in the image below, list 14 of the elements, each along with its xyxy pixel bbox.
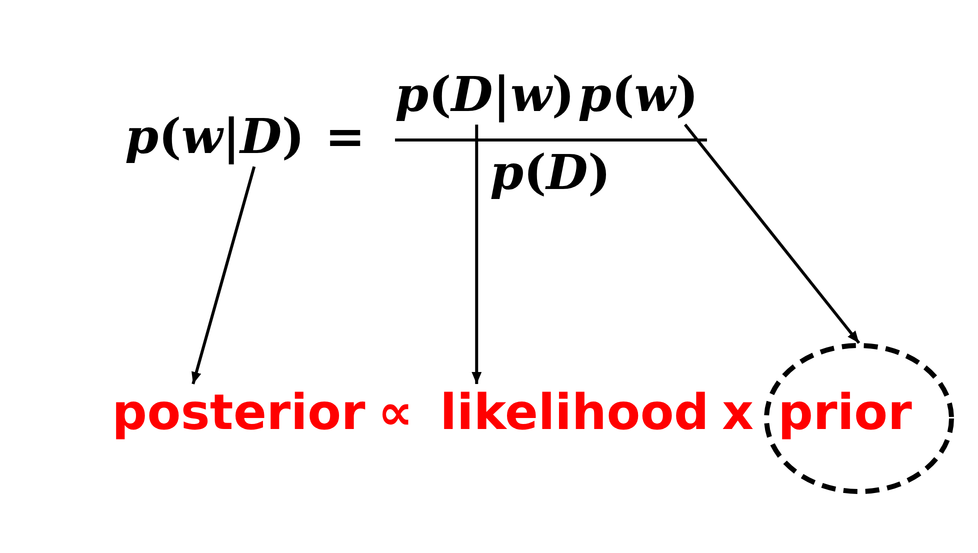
times-sign: x xyxy=(722,384,754,443)
proportional-sign: ∝ xyxy=(378,384,413,443)
formula-term: p(w) xyxy=(578,67,698,125)
formula-term: p(D) xyxy=(490,145,611,203)
dashed-ellipse xyxy=(764,343,954,494)
word-label: prior xyxy=(778,384,912,443)
word-label: posterior xyxy=(112,384,366,443)
word-label: likelihood xyxy=(440,384,709,443)
arrow xyxy=(192,166,256,384)
formula-term: p(w|D) xyxy=(125,109,304,167)
equals-sign: = xyxy=(325,109,366,167)
arrow xyxy=(684,124,860,344)
arrow xyxy=(472,124,482,384)
formula-term: p(D|w) xyxy=(395,67,574,125)
